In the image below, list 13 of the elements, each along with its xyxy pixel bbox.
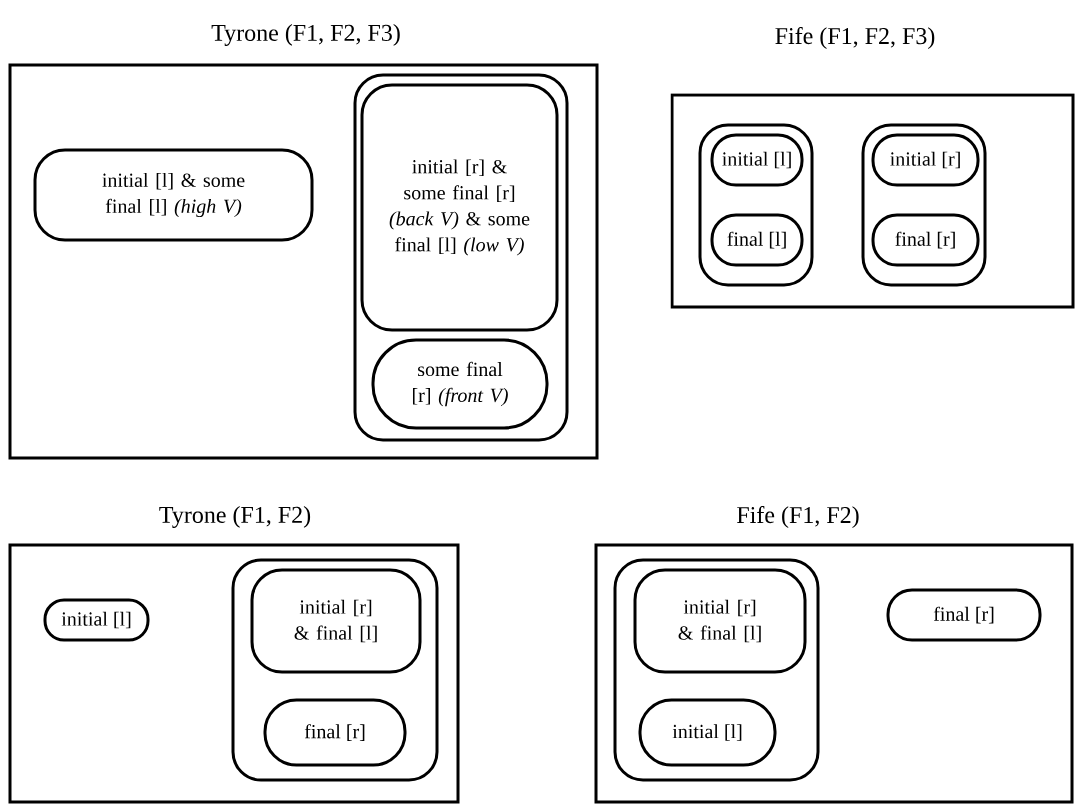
rounded-box: initial [l] & some final [l] (high V) bbox=[33, 148, 314, 242]
rounded-group-box bbox=[353, 73, 569, 442]
panel-title: Fife (F1, F2, F3) bbox=[775, 27, 935, 49]
rounded-group-box bbox=[861, 123, 987, 287]
rounded-box: initial [r] & final [l] bbox=[633, 568, 807, 674]
rounded-box: initial [r] & final [l] bbox=[250, 568, 422, 674]
panel-title: Tyrone (F1, F2) bbox=[159, 506, 311, 528]
rounded-box: initial [r] & some final [r] (back V) & some final [l] (low V) bbox=[360, 83, 559, 332]
panel-title: Tyrone (F1, F2, F3) bbox=[211, 24, 400, 46]
rounded-group-box bbox=[231, 558, 439, 782]
rounded-group-box bbox=[613, 558, 820, 782]
rounded-group-box bbox=[698, 123, 814, 287]
panel-title: Fife (F1, F2) bbox=[737, 506, 859, 528]
